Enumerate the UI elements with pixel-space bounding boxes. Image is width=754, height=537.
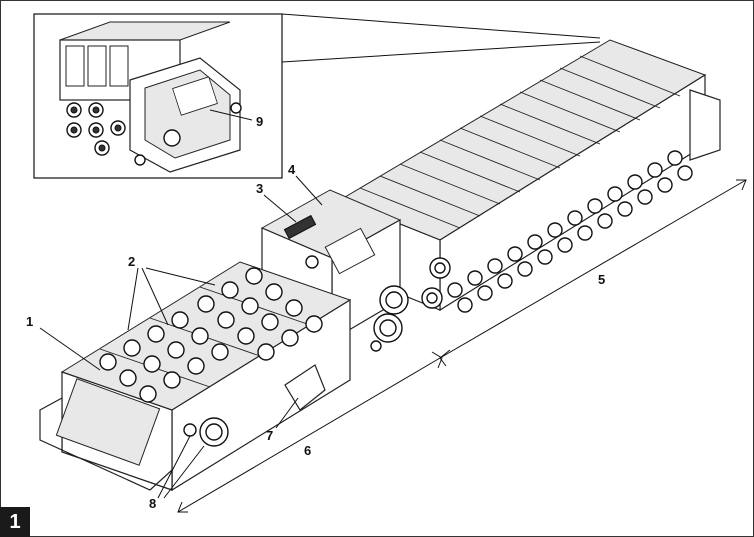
callout-7: 7	[266, 428, 273, 443]
dimension-arrows	[177, 179, 747, 513]
io-modules	[39, 261, 352, 492]
callout-4: 4	[288, 162, 296, 177]
callout-6: 6	[304, 443, 311, 458]
callout-9: 9	[256, 114, 263, 129]
leader-lines	[39, 175, 323, 499]
detail-inset: 9	[33, 13, 601, 179]
figure-number-badge: 1	[0, 507, 30, 537]
callout-3: 3	[256, 181, 263, 196]
callout-5: 5	[598, 272, 605, 287]
callout-1: 1	[26, 314, 33, 329]
callout-8: 8	[149, 496, 156, 511]
callout-2: 2	[128, 254, 135, 269]
